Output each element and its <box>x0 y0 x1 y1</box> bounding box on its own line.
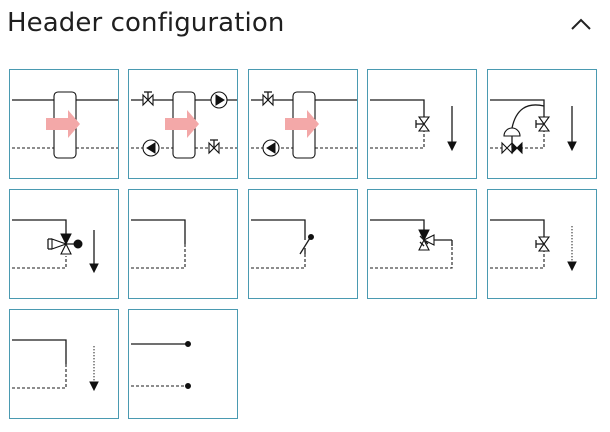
tile-line-end-control-valve[interactable] <box>487 69 597 179</box>
line-end-with-regulating-valve-icon <box>370 219 453 269</box>
section-header: Header configuration <box>0 0 610 50</box>
tile-line-end-dotted-flow[interactable] <box>9 309 119 419</box>
tile-line-end-regulating-valve[interactable] <box>367 189 477 299</box>
tile-line-end-valve-dotted[interactable] <box>487 189 597 299</box>
chevron-up-icon <box>571 18 591 30</box>
line-end-with-control-valve-downflow-icon <box>490 99 577 155</box>
tile-line-end-check-valve[interactable] <box>248 189 358 299</box>
line-end-with-valve-dotted-flow-icon <box>490 219 577 272</box>
tile-line-end-three-way-valve[interactable] <box>9 189 119 299</box>
tile-heat-exchanger[interactable] <box>9 69 119 179</box>
line-end-closed-loop-icon <box>131 219 186 269</box>
line-end-with-check-valve-icon <box>251 219 314 269</box>
heat-exchanger-with-valve-and-pump-icon <box>251 91 357 159</box>
tile-heat-exchanger-valve-pump[interactable] <box>248 69 358 179</box>
line-end-with-three-way-valve-downflow-icon <box>12 219 99 274</box>
tile-open-line-ends[interactable] <box>128 309 238 419</box>
heat-exchanger-icon <box>12 91 118 159</box>
tile-line-end-valve[interactable] <box>367 69 477 179</box>
open-line-ends-icon <box>131 341 191 389</box>
tile-line-end-closed-loop[interactable] <box>128 189 238 299</box>
collapse-button[interactable] <box>568 12 594 38</box>
heat-exchanger-with-pumps-and-valves-icon <box>131 91 237 159</box>
tile-heat-exchanger-pumps[interactable] <box>128 69 238 179</box>
section-title: Header configuration <box>7 8 285 38</box>
line-end-dotted-flow-icon <box>12 339 99 392</box>
line-end-with-valve-downflow-icon <box>370 99 457 152</box>
